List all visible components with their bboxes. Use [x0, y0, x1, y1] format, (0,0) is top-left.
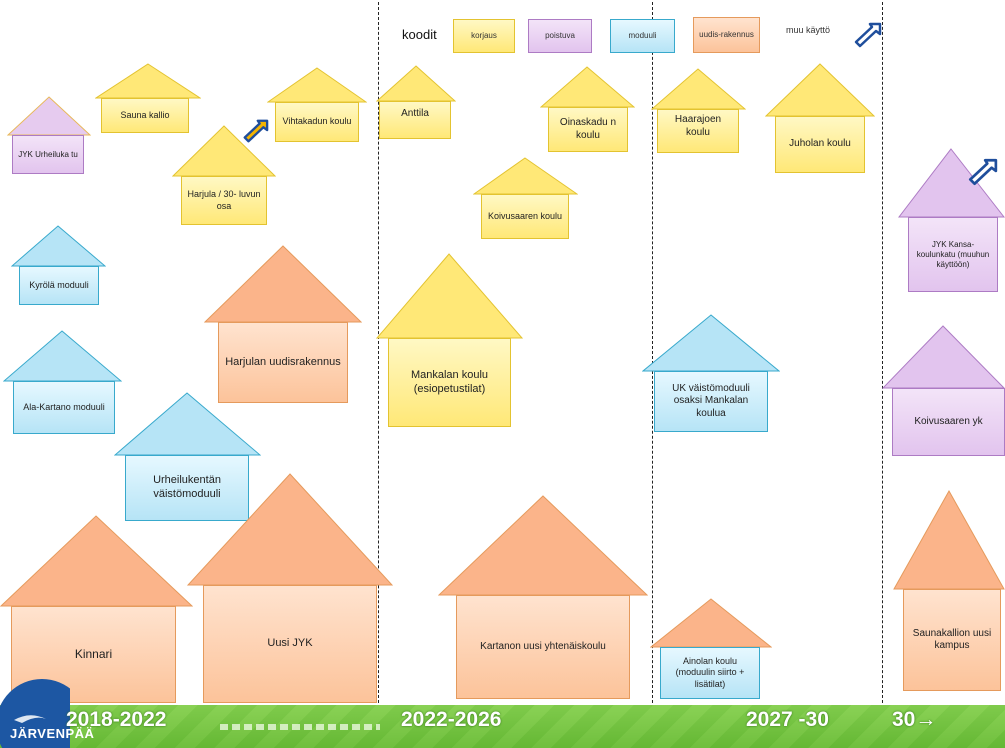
house-roof: [540, 66, 635, 108]
building-label: Uusi JYK: [203, 585, 377, 703]
house-roof: [650, 598, 772, 648]
period-label: 2022-2026: [401, 708, 502, 731]
building-label: JYK Urheiluka tu: [12, 135, 84, 174]
house-roof: [438, 495, 648, 596]
building-mankalan: Mankalan koulu (esiopetustilat): [376, 253, 523, 429]
building-anttila: Anttila: [376, 65, 456, 141]
period-divider: [652, 2, 653, 708]
building-label: Anttila: [379, 101, 451, 139]
legend-moduuli: moduuli: [610, 19, 675, 53]
city-logo-icon: [0, 675, 70, 748]
house-roof: [882, 325, 1005, 389]
period-label: 30→: [892, 708, 937, 731]
other-use-arrow-icon: [243, 119, 269, 143]
period-divider: [882, 2, 883, 708]
house-roof: [172, 125, 276, 177]
house-roof: [267, 67, 367, 103]
legend-korjaus: korjaus: [453, 19, 515, 53]
house-roof: [187, 473, 393, 586]
building-koivusaaren-yk: Koivusaaren yk: [882, 325, 1005, 458]
building-label: Harjula / 30- luvun osa: [181, 176, 267, 225]
house-roof: [0, 515, 193, 607]
building-kartanon: Kartanon uusi yhtenäiskoulu: [438, 495, 648, 701]
building-ala-kartano: Ala-Kartano moduuli: [3, 330, 122, 436]
building-sauna-kallio: Sauna kallio: [95, 63, 201, 135]
building-harjula-30: Harjula / 30- luvun osa: [172, 125, 276, 227]
house-roof: [376, 65, 456, 102]
building-label: Vihtakadun koulu: [275, 102, 359, 142]
period-divider: [378, 2, 379, 708]
building-kinnari: Kinnari: [0, 515, 193, 705]
house-roof: [642, 314, 780, 372]
period-label: 2018-2022: [66, 708, 167, 731]
building-jyk-kansakoulunkatu: JYK Kansa-koulunkatu (muuhun käyttöön): [898, 148, 1005, 294]
building-jyk-urheilukatu: JYK Urheiluka tu: [7, 96, 91, 178]
legend-title: koodit: [402, 27, 437, 42]
building-label: Kinnari: [11, 606, 176, 703]
building-label: JYK Kansa-koulunkatu (muuhun käyttöön): [908, 217, 998, 292]
building-haarajoen: Haarajoen koulu: [651, 68, 746, 155]
house-roof: [3, 330, 122, 382]
building-label: Urheilukentän väistömoduuli: [125, 455, 249, 521]
building-label: Ala-Kartano moduuli: [13, 381, 115, 434]
building-urheilukentan: Urheilukentän väistömoduuli: [114, 392, 261, 523]
building-harjulan-uudis: Harjulan uudisrakennus: [204, 245, 362, 405]
building-label: Saunakallion uusi kampus: [903, 589, 1001, 691]
house-roof: [376, 253, 523, 339]
house-roof: [473, 157, 578, 195]
building-kyrola: Kyrölä moduuli: [11, 225, 106, 307]
building-oinaskadun: Oinaskadu n koulu: [540, 66, 635, 154]
building-saunakallion-kampus: Saunakallion uusi kampus: [893, 490, 1005, 693]
legend-poistuva: poistuva: [528, 19, 592, 53]
building-label: Koivusaaren yk: [892, 388, 1005, 456]
timeline-band: [0, 705, 1005, 748]
building-label: Koivusaaren koulu: [481, 194, 569, 239]
building-label: UK väistömoduuli osaksi Mankalan koulua: [654, 371, 768, 432]
house-roof: [893, 490, 1005, 590]
building-label: Kyrölä moduuli: [19, 266, 99, 305]
house-roof: [11, 225, 106, 267]
building-label: Ainolan koulu (moduulin siirto + lisätil…: [660, 647, 760, 699]
house-roof: [7, 96, 91, 136]
building-ainolan: Ainolan koulu (moduulin siirto + lisätil…: [650, 598, 772, 701]
building-label: Harjulan uudisrakennus: [218, 322, 348, 403]
building-vihtakadun-koulu: Vihtakadun koulu: [267, 67, 367, 144]
house-roof: [651, 68, 746, 110]
building-label: Juholan koulu: [775, 116, 865, 173]
building-label: Haarajoen koulu: [657, 109, 739, 153]
other-use-arrow-icon: [968, 158, 998, 186]
building-uk-vaisto: UK väistömoduuli osaksi Mankalan koulua: [642, 314, 780, 434]
other-use-arrow-icon: [854, 22, 882, 48]
house-roof: [95, 63, 201, 99]
logo-text: JÄRVENPÄÄ: [10, 726, 95, 741]
house-roof: [765, 63, 875, 117]
building-uusi-jyk: Uusi JYK: [187, 473, 393, 705]
building-juholan: Juholan koulu: [765, 63, 875, 175]
period-label: 2027 -30: [746, 708, 829, 731]
building-label: Kartanon uusi yhtenäiskoulu: [456, 595, 630, 699]
building-label: Oinaskadu n koulu: [548, 107, 628, 152]
legend-other-use: muu käyttö: [786, 25, 831, 35]
building-koivusaaren-koulu: Koivusaaren koulu: [473, 157, 578, 241]
timeline-decoration: [220, 724, 380, 730]
house-roof: [114, 392, 261, 456]
legend-uudisrakennus: uudis-rakennus: [693, 17, 760, 53]
building-label: Mankalan koulu (esiopetustilat): [388, 338, 511, 427]
house-roof: [204, 245, 362, 323]
building-label: Sauna kallio: [101, 98, 189, 133]
